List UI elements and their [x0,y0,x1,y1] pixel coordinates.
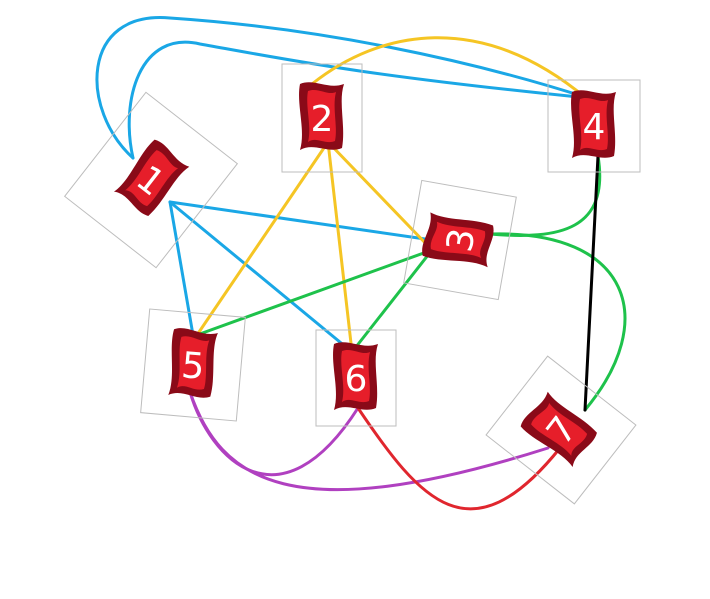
flag-banner-icon [333,342,378,410]
edge-6-7 [356,406,562,511]
edge-1-4 [95,16,590,160]
edge-1-3 [168,200,434,242]
node-label: 5 [180,345,206,388]
node-frame [63,91,239,269]
node-5[interactable]: 5 [140,308,246,422]
edge-5-6 [188,390,360,477]
node-frame [547,79,641,173]
edges-layer [95,16,627,511]
edge-2-3 [326,140,434,252]
edge-2-4 [310,36,588,100]
node-frame [403,179,517,301]
node-2[interactable]: 2 [281,63,363,173]
flag-banner-icon [299,82,344,151]
node-7[interactable]: 7 [485,355,637,505]
edge-4-7 [583,154,600,412]
node-frame [281,63,363,173]
edge-1-5 [168,200,195,337]
edge-2-6 [326,140,354,354]
flag-banner-icon [422,212,494,268]
node-1[interactable]: 1 [63,91,239,269]
node-frame [315,329,397,427]
node-label: 6 [345,359,368,400]
edge-1-4 [127,40,590,160]
flag-banner-icon [571,90,616,159]
node-4[interactable]: 4 [547,79,641,173]
node-label: 2 [311,99,334,140]
node-frame [485,355,637,505]
node-label: 4 [583,107,606,148]
node-frame [140,308,246,422]
nodes-layer: 1 2 3 4 5 6 7 [63,63,641,505]
node-3[interactable]: 3 [403,179,517,301]
flag-banner-icon [168,328,218,398]
edge-3-5 [195,248,434,337]
edge-2-5 [195,140,330,337]
edge-1-6 [168,200,354,354]
flag-banner-icon [113,139,190,216]
edge-3-7 [488,232,627,412]
node-6[interactable]: 6 [315,329,397,427]
edge-3-6 [350,248,434,354]
edge-5-7 [188,390,550,492]
flag-banner-icon [520,391,597,468]
